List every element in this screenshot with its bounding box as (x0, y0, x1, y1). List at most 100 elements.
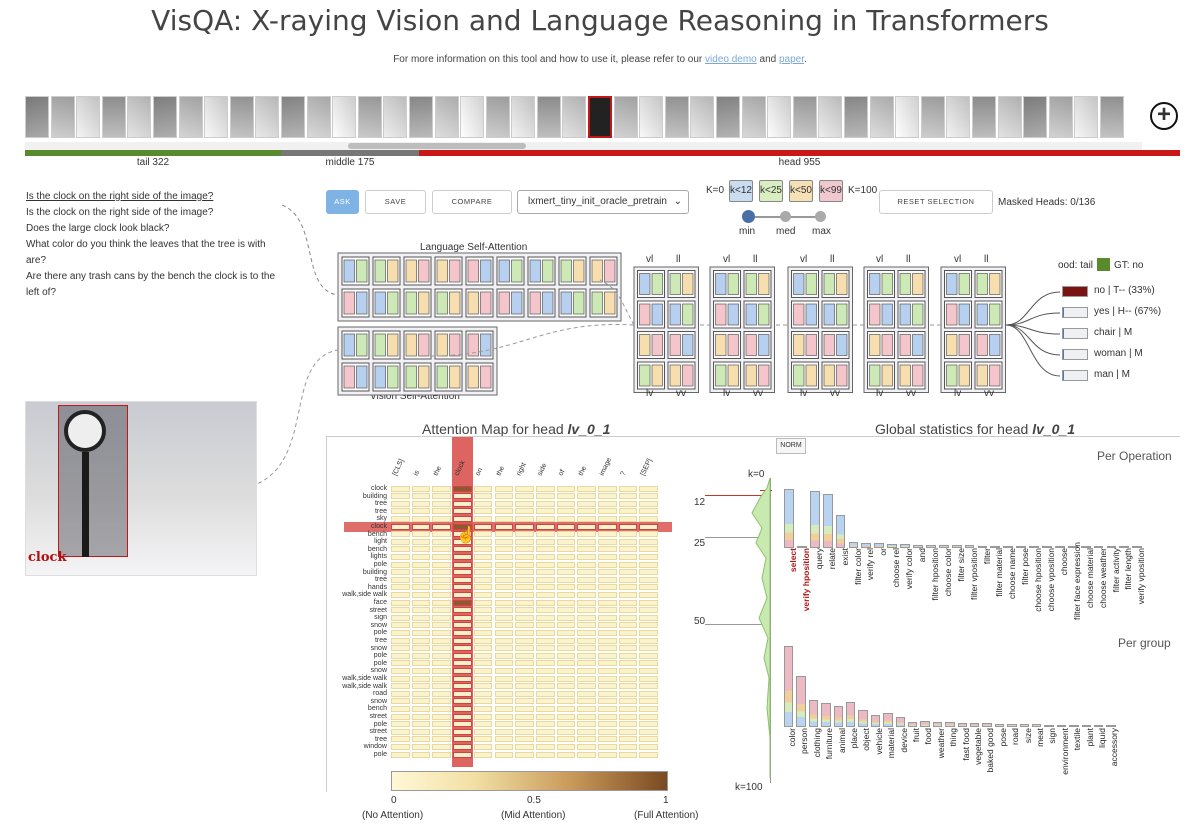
operation-bar[interactable] (848, 542, 859, 548)
attention-cell[interactable] (515, 500, 534, 507)
attention-cell[interactable] (598, 622, 617, 629)
attention-cell[interactable] (535, 515, 555, 522)
group-bar[interactable] (957, 722, 967, 727)
attention-cell[interactable] (639, 508, 659, 515)
attention-cell[interactable] (432, 508, 452, 515)
attention-cell[interactable] (535, 698, 555, 705)
attention-cell[interactable] (432, 500, 452, 507)
attention-cell[interactable] (515, 622, 534, 629)
attention-cell[interactable] (515, 569, 534, 576)
attention-cell[interactable] (411, 736, 431, 743)
attention-cell[interactable] (432, 652, 452, 659)
attention-cell[interactable] (639, 553, 659, 560)
k99-box[interactable]: k<99 (819, 180, 843, 202)
attention-cell[interactable] (556, 743, 576, 750)
group-bar[interactable] (870, 715, 881, 727)
group-bar[interactable] (994, 723, 1005, 727)
attention-cell[interactable] (577, 546, 596, 553)
image-thumbnail[interactable] (869, 96, 894, 138)
operation-bar[interactable] (964, 545, 975, 548)
attention-cell[interactable] (494, 591, 514, 598)
attention-cell[interactable] (556, 622, 576, 629)
attention-cell[interactable] (556, 645, 576, 652)
attention-cell[interactable] (535, 569, 555, 576)
attention-cell[interactable] (453, 614, 472, 621)
attention-cell[interactable] (494, 485, 514, 492)
attention-cell[interactable] (598, 751, 617, 758)
attention-cell[interactable] (556, 652, 576, 659)
attention-cell[interactable] (411, 713, 431, 720)
image-thumbnail[interactable] (997, 96, 1022, 138)
attention-cell[interactable] (411, 645, 431, 652)
attention-cell[interactable] (515, 614, 534, 621)
attention-cell[interactable] (453, 523, 472, 530)
model-select[interactable]: lxmert_tiny_init_oracle_pretrain⌄ (517, 190, 689, 214)
attention-cell[interactable] (453, 705, 472, 712)
group-bar[interactable] (895, 716, 905, 727)
attention-cell[interactable] (473, 515, 493, 522)
attention-cell[interactable] (556, 713, 576, 720)
image-thumbnail[interactable] (536, 96, 561, 138)
operation-bar[interactable] (1080, 546, 1091, 548)
attention-cell[interactable] (618, 584, 638, 591)
image-thumbnail[interactable] (716, 96, 741, 138)
attention-cell[interactable] (494, 751, 514, 758)
attention-cell[interactable] (639, 591, 659, 598)
attention-cell[interactable] (494, 508, 514, 515)
attention-cell[interactable] (577, 667, 596, 674)
operation-bar[interactable] (1042, 546, 1052, 548)
attention-cell[interactable] (432, 584, 452, 591)
attention-cell[interactable] (453, 485, 472, 492)
attention-cell[interactable] (577, 508, 596, 515)
operation-bar[interactable] (913, 545, 923, 548)
attention-cell[interactable] (391, 667, 410, 674)
attention-cell[interactable] (391, 743, 410, 750)
attention-cell[interactable] (535, 645, 555, 652)
attention-cell[interactable] (494, 561, 514, 568)
attention-cell[interactable] (598, 660, 617, 667)
attention-cell[interactable] (535, 553, 555, 560)
attention-cell[interactable] (494, 500, 514, 507)
attention-cell[interactable] (639, 690, 659, 697)
attention-cell[interactable] (494, 713, 514, 720)
attention-cell[interactable] (598, 584, 617, 591)
attention-cell[interactable] (473, 728, 493, 735)
attention-cell[interactable] (598, 591, 617, 598)
image-thumbnail[interactable] (1099, 96, 1124, 138)
paper-link[interactable]: paper (778, 54, 805, 65)
attention-cell[interactable] (618, 485, 638, 492)
question-item[interactable]: Are there any trash cans by the bench th… (26, 271, 276, 298)
attention-cell[interactable] (577, 645, 596, 652)
attention-cell[interactable] (618, 728, 638, 735)
attention-cell[interactable] (391, 531, 410, 538)
attention-cell[interactable] (535, 713, 555, 720)
attention-cell[interactable] (556, 500, 576, 507)
attention-cell[interactable] (535, 728, 555, 735)
attention-cell[interactable] (411, 660, 431, 667)
attention-cell[interactable] (556, 561, 576, 568)
attention-cell[interactable] (556, 531, 576, 538)
group-bar[interactable] (1094, 725, 1104, 727)
reset-selection-button[interactable]: RESET SELECTION (879, 190, 993, 214)
attention-cell[interactable] (432, 736, 452, 743)
group-bar[interactable] (1032, 724, 1042, 727)
attention-cell[interactable] (411, 637, 431, 644)
attention-cell[interactable] (453, 508, 472, 515)
image-thumbnail[interactable] (408, 96, 433, 138)
norm-toggle-button[interactable]: NORM (776, 438, 806, 454)
attention-cell[interactable] (432, 683, 452, 690)
attention-cell[interactable] (639, 629, 659, 636)
attention-cell[interactable] (432, 622, 452, 629)
attention-cell[interactable] (432, 690, 452, 697)
attention-cell[interactable] (618, 736, 638, 743)
image-thumbnail[interactable] (613, 96, 638, 138)
attention-cell[interactable] (577, 690, 596, 697)
attention-cell[interactable] (577, 584, 596, 591)
attention-cell[interactable] (411, 721, 431, 728)
image-thumbnail-strip[interactable] (25, 96, 1142, 140)
attention-cell[interactable] (577, 637, 596, 644)
attention-cell[interactable] (473, 553, 493, 560)
attention-cell[interactable] (473, 705, 493, 712)
attention-cell[interactable] (494, 705, 514, 712)
attention-cell[interactable] (432, 538, 452, 545)
